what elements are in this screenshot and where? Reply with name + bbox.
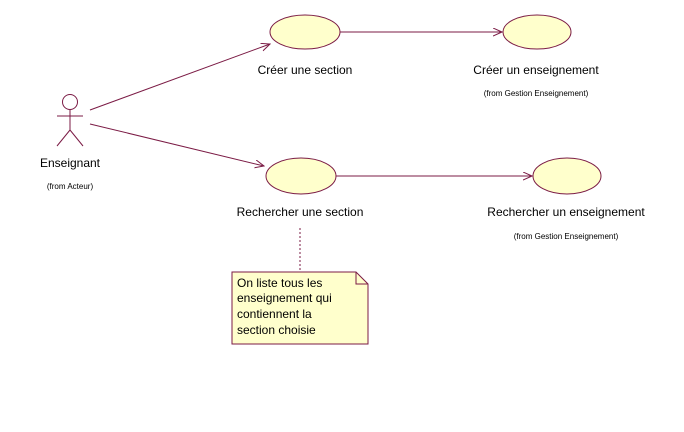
note-box bbox=[231, 271, 369, 345]
usecase-rechercher-enseignement-label: Rechercher un enseignement bbox=[487, 205, 645, 219]
association-actor-rechercher-section bbox=[89, 123, 264, 166]
usecase-creer-section-label: Créer une section bbox=[258, 63, 353, 77]
usecase-creer-enseignement-from: (from Gestion Enseignement) bbox=[484, 89, 589, 98]
actor-head bbox=[62, 94, 78, 110]
note-line: contiennent la bbox=[237, 307, 312, 321]
note-line: enseignement qui bbox=[237, 291, 332, 305]
actor-leg-right bbox=[69, 129, 84, 147]
actor-name: Enseignant bbox=[40, 156, 101, 170]
usecase-rechercher-enseignement-from: (from Gestion Enseignement) bbox=[514, 232, 619, 241]
note-line: section choisie bbox=[237, 323, 316, 337]
actor-from: (from Acteur) bbox=[47, 182, 94, 191]
usecase-rechercher-enseignement[interactable] bbox=[532, 157, 602, 195]
usecase-rechercher-section[interactable] bbox=[265, 157, 337, 195]
usecase-rechercher-section-label: Rechercher une section bbox=[237, 205, 364, 219]
usecase-creer-section[interactable] bbox=[269, 14, 341, 50]
usecase-creer-enseignement[interactable] bbox=[502, 14, 572, 50]
actor-enseignant[interactable] bbox=[56, 94, 84, 147]
note[interactable]: On liste tous les enseignement qui conti… bbox=[231, 271, 369, 345]
note-fold bbox=[355, 272, 368, 285]
usecase-creer-enseignement-label: Créer un enseignement bbox=[473, 63, 599, 77]
actor-leg-left bbox=[56, 129, 71, 147]
note-line: On liste tous les bbox=[237, 276, 322, 290]
association-actor-creer-section bbox=[89, 44, 270, 111]
